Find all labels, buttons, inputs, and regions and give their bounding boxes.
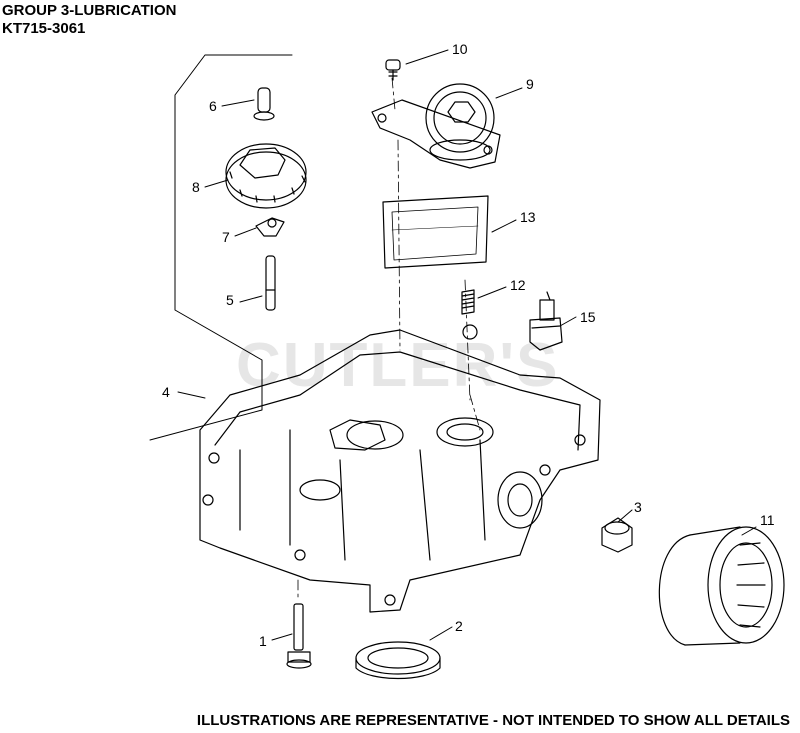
part-6-pin bbox=[253, 87, 275, 121]
callout-4: 4 bbox=[162, 384, 170, 400]
callout-7: 7 bbox=[222, 229, 230, 245]
callout-1: 1 bbox=[259, 633, 267, 649]
part-3-fitting bbox=[601, 517, 633, 553]
part-15-sensor bbox=[529, 291, 563, 351]
alignment-lines bbox=[297, 77, 481, 601]
watermark: CUTLER'S bbox=[236, 331, 560, 400]
callout-5: 5 bbox=[226, 292, 234, 308]
part-10-screw bbox=[385, 59, 401, 81]
callout-2: 2 bbox=[455, 618, 463, 634]
part-8-gear bbox=[225, 143, 307, 209]
part-9-oil-pump bbox=[371, 83, 501, 169]
part-11-oil-filter bbox=[658, 526, 785, 646]
diagram-group-title: GROUP 3-LUBRICATION bbox=[2, 2, 177, 19]
callout-9: 9 bbox=[526, 76, 534, 92]
group-bracket bbox=[149, 54, 293, 441]
part-13-screen bbox=[382, 195, 489, 269]
callout-labels: 1 2 3 4 5 6 7 8 9 10 11 12 13 15 bbox=[162, 41, 775, 649]
callout-13: 13 bbox=[520, 209, 536, 225]
part-4-oil-pan bbox=[199, 329, 601, 613]
disclaimer-footer: ILLUSTRATIONS ARE REPRESENTATIVE - NOT I… bbox=[196, 712, 790, 729]
part-7-washer bbox=[255, 217, 285, 237]
callout-3: 3 bbox=[634, 499, 642, 515]
callout-6: 6 bbox=[209, 98, 217, 114]
part-2-seal bbox=[355, 641, 441, 680]
callout-8: 8 bbox=[192, 179, 200, 195]
part-5-shaft bbox=[265, 255, 276, 311]
part-12-spring bbox=[461, 289, 478, 340]
callout-10: 10 bbox=[452, 41, 468, 57]
diagram-model-number: KT715-3061 bbox=[2, 20, 86, 37]
part-1-bolt bbox=[286, 603, 312, 669]
callout-12: 12 bbox=[510, 277, 526, 293]
callout-11: 11 bbox=[760, 512, 775, 528]
leader-lines bbox=[177, 49, 757, 641]
callout-15: 15 bbox=[580, 309, 596, 325]
